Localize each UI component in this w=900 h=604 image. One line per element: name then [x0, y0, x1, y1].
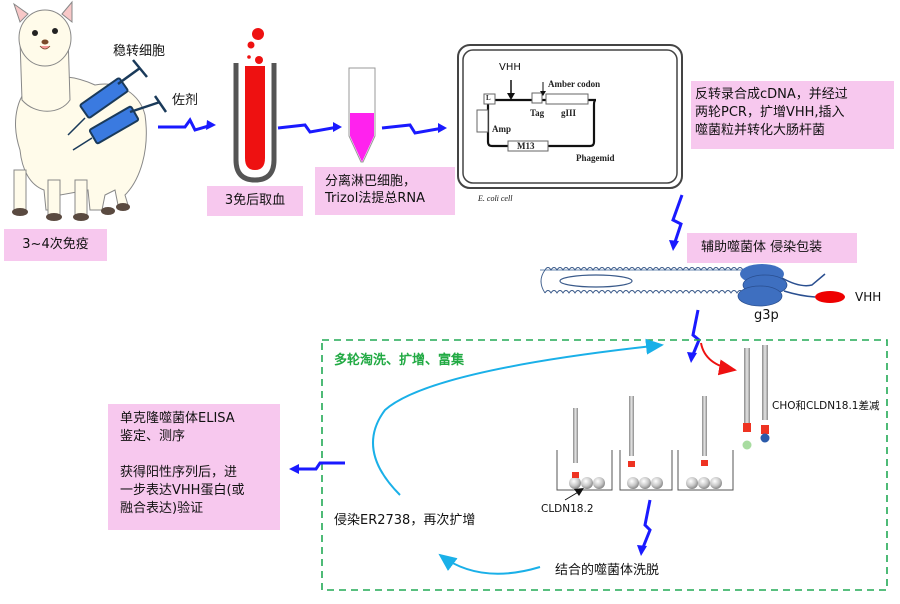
- subtraction-phages: [742, 345, 770, 450]
- elution-label: 结合的噬菌体洗脱: [555, 563, 660, 578]
- arrow-icon: [381, 123, 447, 135]
- rna-label-line: Trizol法提总RNA: [325, 191, 426, 206]
- ecoli-cell-diagram: [457, 44, 683, 189]
- library-label-line: 噬菌粒并转化大肠杆菌: [695, 123, 826, 138]
- rna-tube-icon: [348, 67, 376, 163]
- arrow-icon: [687, 309, 701, 363]
- screening-label-line: 单克隆噬菌体ELISA: [120, 411, 235, 426]
- cldn182-label: CLDN18.2: [541, 503, 594, 515]
- vhh-insert-label: VHH: [499, 62, 521, 73]
- vhh-display-label: VHH: [855, 290, 882, 304]
- library-label-line: 反转录合成cDNA，并经过: [695, 87, 848, 102]
- library-label-line: 两轮PCR，扩增VHH,插入: [695, 105, 845, 120]
- g3p-label: g3p: [754, 308, 779, 323]
- arrow-icon: [669, 194, 684, 251]
- amp-label: Amp: [492, 124, 512, 134]
- arrow-icon: [637, 499, 652, 556]
- screening-label: 单克隆噬菌体ELISA 鉴定、测序 获得阳性序列后，进 一步表达VHH蛋白(或 …: [108, 404, 280, 530]
- giii-label: gIII: [561, 108, 577, 118]
- leader-label: L: [486, 94, 491, 102]
- tag-label: Tag: [530, 108, 545, 118]
- syringe-icon: [72, 95, 168, 151]
- ecoli-cell-caption: E. coli cell: [478, 194, 513, 203]
- arrow-icon: [277, 122, 342, 134]
- reinfection-label: 侵染ER2738，再次扩增: [334, 513, 476, 528]
- panning-title: 多轮淘洗、扩增、富集: [334, 353, 465, 368]
- library-construction-label: 反转录合成cDNA，并经过 两轮PCR，扩增VHH,插入 噬菌粒并转化大肠杆菌: [691, 81, 894, 149]
- m13-label: M13: [517, 141, 535, 151]
- subtraction-label: CHO和CLDN18.1差减: [772, 400, 880, 412]
- helper-phage-label: 辅助噬菌体 侵染包装: [687, 233, 857, 263]
- blood-tube-icon: [233, 28, 277, 183]
- injection-label-adjuvant: 佐剂: [172, 93, 199, 108]
- rna-extraction-label: 分离淋巴细胞， Trizol法提总RNA: [315, 167, 455, 215]
- panning-phages: [572, 396, 708, 478]
- screening-label-line: 融合表达)验证: [120, 501, 204, 516]
- alpaca-illustration: [12, 0, 147, 221]
- rna-label-line: 分离淋巴细胞，: [325, 174, 417, 189]
- panning-region: [321, 339, 888, 591]
- phagemid-label: Phagemid: [576, 153, 615, 163]
- blood-collection-label: 3免后取血: [207, 186, 303, 216]
- screening-label-line: 获得阳性序列后，进: [120, 465, 238, 480]
- amber-codon-label: Amber codon: [548, 79, 601, 89]
- arrow-icon: [158, 117, 216, 132]
- elisa-wells: [556, 450, 734, 491]
- syringe-icon: [67, 59, 148, 136]
- phage-particle: [540, 264, 845, 307]
- injection-label-cells: 稳转细胞: [113, 44, 166, 59]
- arrow-icon: [289, 461, 345, 474]
- screening-label-line: 一步表达VHH蛋白(或: [120, 483, 245, 498]
- screening-label-line: 鉴定、测序: [120, 429, 186, 444]
- cldn182-beads: [569, 477, 722, 489]
- immunization-count-label: 3~4次免疫: [4, 229, 107, 261]
